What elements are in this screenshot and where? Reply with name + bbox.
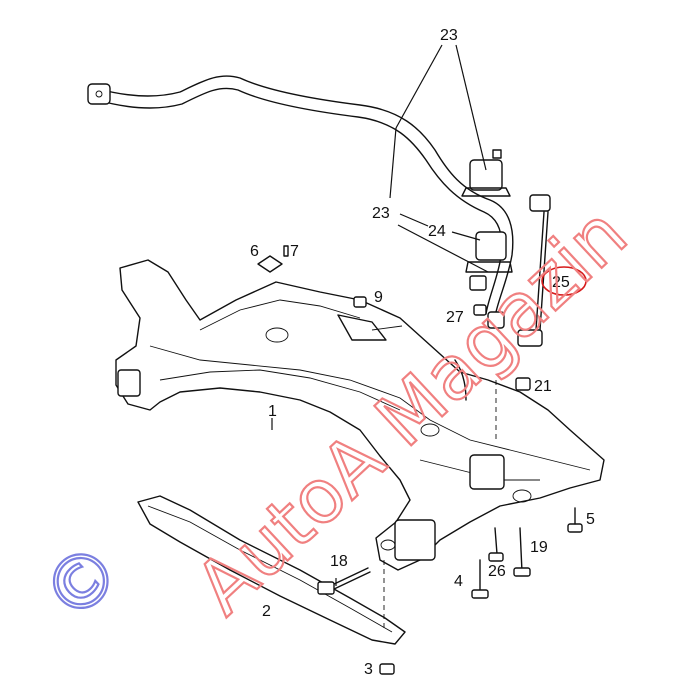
callout-21: 21 bbox=[534, 378, 552, 395]
callout-23-mid: 23 bbox=[372, 205, 390, 222]
callout-24: 24 bbox=[428, 223, 446, 240]
callout-labels: 23 23 24 25 6 7 9 27 21 1 5 19 18 26 4 2… bbox=[250, 27, 595, 678]
callout-1: 1 bbox=[268, 403, 277, 420]
callout-2: 2 bbox=[262, 603, 271, 620]
subframe bbox=[115, 259, 605, 571]
stabilizer-link bbox=[487, 194, 551, 347]
reinforcement-plate bbox=[137, 495, 406, 645]
stabilizer-bushing-lower bbox=[465, 231, 513, 291]
callout-3: 3 bbox=[364, 661, 373, 678]
callout-18: 18 bbox=[330, 553, 348, 570]
watermark-copyright-icon: © bbox=[26, 526, 139, 639]
callout-5: 5 bbox=[586, 511, 595, 528]
callout-6: 6 bbox=[250, 243, 259, 260]
callout-27: 27 bbox=[446, 309, 464, 326]
callout-23-top: 23 bbox=[440, 27, 458, 44]
callout-9: 9 bbox=[374, 289, 383, 306]
leader-lines bbox=[271, 44, 489, 586]
callout-4: 4 bbox=[454, 573, 463, 590]
stabilizer-bushing-upper bbox=[461, 149, 511, 197]
callout-26: 26 bbox=[488, 563, 506, 580]
highlight-ellipse-25 bbox=[541, 266, 587, 296]
callout-7: 7 bbox=[290, 243, 299, 260]
callout-19: 19 bbox=[530, 539, 548, 556]
callout-25: 25 bbox=[552, 274, 570, 291]
